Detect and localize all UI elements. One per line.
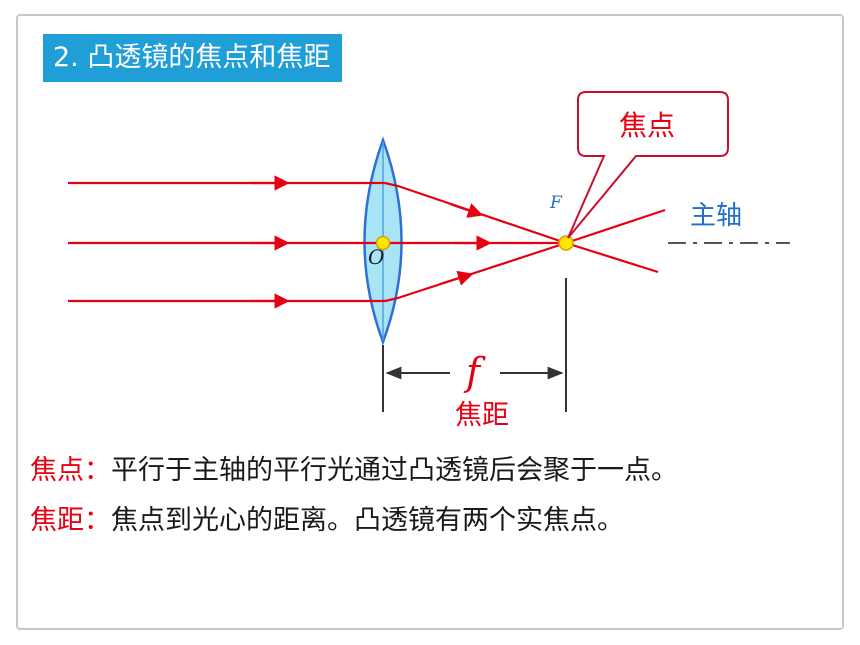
definition-colon: ：: [84, 505, 111, 536]
center-symbol: O: [368, 245, 384, 269]
focus-symbol: F: [549, 193, 563, 213]
optical-center-point: [375, 235, 391, 251]
focal-length-symbol: f: [463, 350, 486, 394]
definition-focal-length: 焦距：焦点到光心的距离。凸透镜有两个实焦点。: [30, 503, 624, 539]
focus-callout-bubble: [567, 91, 729, 239]
refracted-ray-bottom: [384, 208, 666, 303]
definition-text: 平行于主轴的平行光通过凸透镜后会聚于一点。: [111, 455, 678, 486]
axis-label: 主轴: [690, 201, 742, 231]
focal-length-label: 焦距: [455, 400, 509, 431]
definition-focus: 焦点：平行于主轴的平行光通过凸透镜后会聚于一点。: [30, 453, 678, 489]
ray-arrow-refracted-top: [449, 202, 484, 218]
definition-colon: ：: [84, 455, 111, 486]
definition-term: 焦距: [30, 505, 84, 536]
focus-callout-label: 焦点: [619, 109, 675, 142]
definition-term: 焦点: [30, 455, 84, 486]
definition-text: 焦点到光心的距离。凸透镜有两个实焦点。: [111, 505, 624, 536]
slide-title: 2. 凸透镜的焦点和焦距: [43, 34, 343, 82]
ray-arrow-refracted-bottom: [439, 270, 474, 286]
focus-point: [558, 235, 574, 251]
